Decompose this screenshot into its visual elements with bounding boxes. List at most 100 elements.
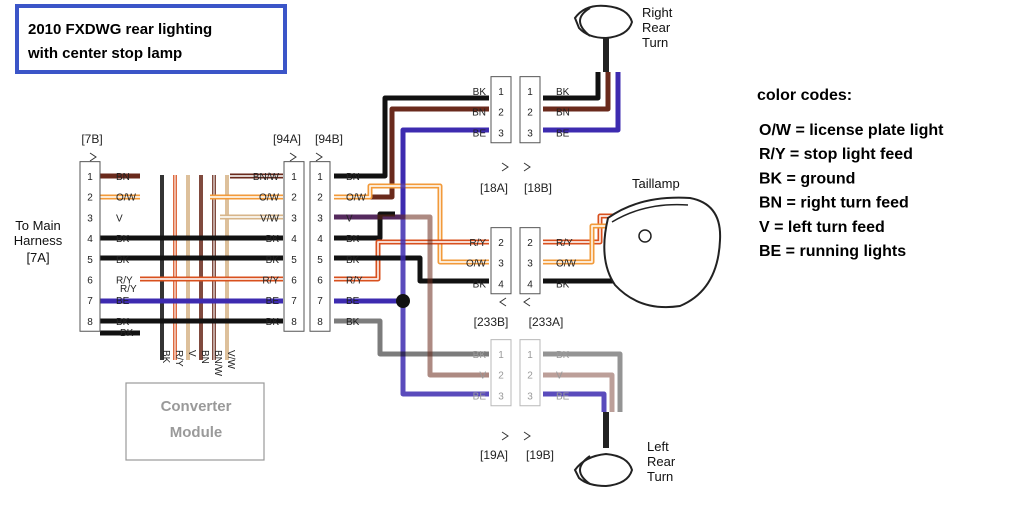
wire-label: V bbox=[346, 213, 353, 224]
wire-label: BE bbox=[473, 391, 487, 402]
pin-number: 4 bbox=[87, 234, 93, 245]
mating-arrow bbox=[289, 152, 297, 162]
taillamp-label: Taillamp bbox=[632, 176, 680, 191]
pin-number: 2 bbox=[498, 238, 504, 249]
mating-arrow bbox=[523, 431, 531, 441]
wire-label: V bbox=[556, 371, 563, 382]
wire bbox=[543, 72, 601, 101]
wire-label: O/W bbox=[116, 193, 137, 204]
wire-label: R/Y bbox=[116, 276, 133, 287]
connector-ref: [233B] bbox=[474, 315, 509, 329]
wire-label: BN bbox=[472, 108, 486, 119]
pin-number: 4 bbox=[527, 279, 533, 290]
wire-label: BK bbox=[346, 234, 360, 245]
wire-label: R/Y bbox=[262, 276, 279, 287]
wire bbox=[543, 72, 621, 133]
wire-label: V bbox=[479, 371, 486, 382]
connector-body bbox=[519, 227, 541, 295]
splice-dot bbox=[396, 294, 410, 308]
connector-ref: [18A] bbox=[480, 181, 508, 195]
wire-label: BK bbox=[473, 279, 487, 290]
pin-number: 1 bbox=[498, 87, 504, 98]
right-rear-turn-label-2: Rear bbox=[642, 20, 671, 35]
connector-ref: [18B] bbox=[524, 181, 552, 195]
wire bbox=[334, 95, 489, 179]
main-harness-label-2: Harness bbox=[14, 233, 63, 248]
wire-label: O/W bbox=[466, 259, 487, 270]
pin-number: 2 bbox=[291, 193, 297, 204]
pin-number: 5 bbox=[317, 255, 323, 266]
converter-label-2: Module bbox=[170, 424, 223, 441]
wire-label: V bbox=[116, 213, 123, 224]
connector-body bbox=[283, 161, 305, 332]
wire-label: BE bbox=[556, 391, 570, 402]
legend-item: O/W = license plate light bbox=[759, 122, 944, 139]
wire-label: BN bbox=[556, 108, 570, 119]
legend-item: V = left turn feed bbox=[759, 219, 885, 236]
pin-number: 7 bbox=[87, 296, 93, 307]
connector-body bbox=[519, 76, 541, 144]
wire-label: BE bbox=[266, 296, 280, 307]
pin-number: 3 bbox=[527, 259, 533, 270]
wire-label: BE bbox=[556, 128, 570, 139]
connector-ref: [94A] bbox=[273, 132, 301, 146]
pin-number: 5 bbox=[87, 255, 93, 266]
legend-heading: color codes: bbox=[757, 87, 852, 104]
pin-number: 4 bbox=[498, 279, 504, 290]
wire-label: BN bbox=[116, 172, 130, 183]
converter-label-1: Converter bbox=[161, 398, 232, 415]
right-rear-turn-lamp bbox=[573, 4, 634, 72]
connector-body bbox=[79, 161, 101, 332]
connector-body bbox=[490, 339, 512, 407]
pin-number: 2 bbox=[498, 108, 504, 119]
wire bbox=[543, 391, 607, 412]
pin-number: 3 bbox=[527, 391, 533, 402]
wire-label-extra: BK bbox=[120, 328, 134, 339]
pin-number: 2 bbox=[527, 108, 533, 119]
wire-label: BK bbox=[266, 317, 280, 328]
pin-number: 6 bbox=[291, 276, 297, 287]
connector-ref: [19B] bbox=[526, 448, 554, 462]
wire bbox=[334, 214, 489, 378]
wire-label: BK bbox=[116, 234, 130, 245]
wire-label: BK bbox=[266, 234, 280, 245]
pin-number: 1 bbox=[498, 350, 504, 361]
wire-label: BE bbox=[346, 296, 360, 307]
taillamp bbox=[603, 196, 722, 309]
left-rear-turn-lamp bbox=[573, 412, 634, 488]
wire-label: BN/W bbox=[253, 172, 280, 183]
legend-item: BE = running lights bbox=[759, 243, 906, 260]
left-rear-turn-label-1: Left bbox=[647, 439, 669, 454]
pin-number: 3 bbox=[291, 213, 297, 224]
pin-number: 1 bbox=[291, 172, 297, 183]
mating-arrow bbox=[501, 162, 509, 172]
connector-ref: [94B] bbox=[315, 132, 343, 146]
wire-label-extra: R/Y bbox=[120, 284, 137, 295]
mating-arrow bbox=[499, 297, 507, 307]
wire bbox=[334, 211, 395, 241]
converter-module bbox=[125, 382, 265, 461]
pin-number: 5 bbox=[291, 255, 297, 266]
wire-label: BK bbox=[473, 350, 487, 361]
mating-arrow bbox=[523, 297, 531, 307]
mating-arrow bbox=[315, 152, 323, 162]
wire-label: BE bbox=[116, 296, 130, 307]
wire-label: BK bbox=[116, 317, 130, 328]
wire bbox=[543, 351, 623, 412]
pin-number: 6 bbox=[87, 276, 93, 287]
wire-label: BK bbox=[556, 350, 570, 361]
legend-item: BN = right turn feed bbox=[759, 195, 909, 212]
wire bbox=[334, 255, 489, 284]
legend-item: R/Y = stop light feed bbox=[759, 146, 913, 163]
wire-label: O/W bbox=[556, 259, 577, 270]
